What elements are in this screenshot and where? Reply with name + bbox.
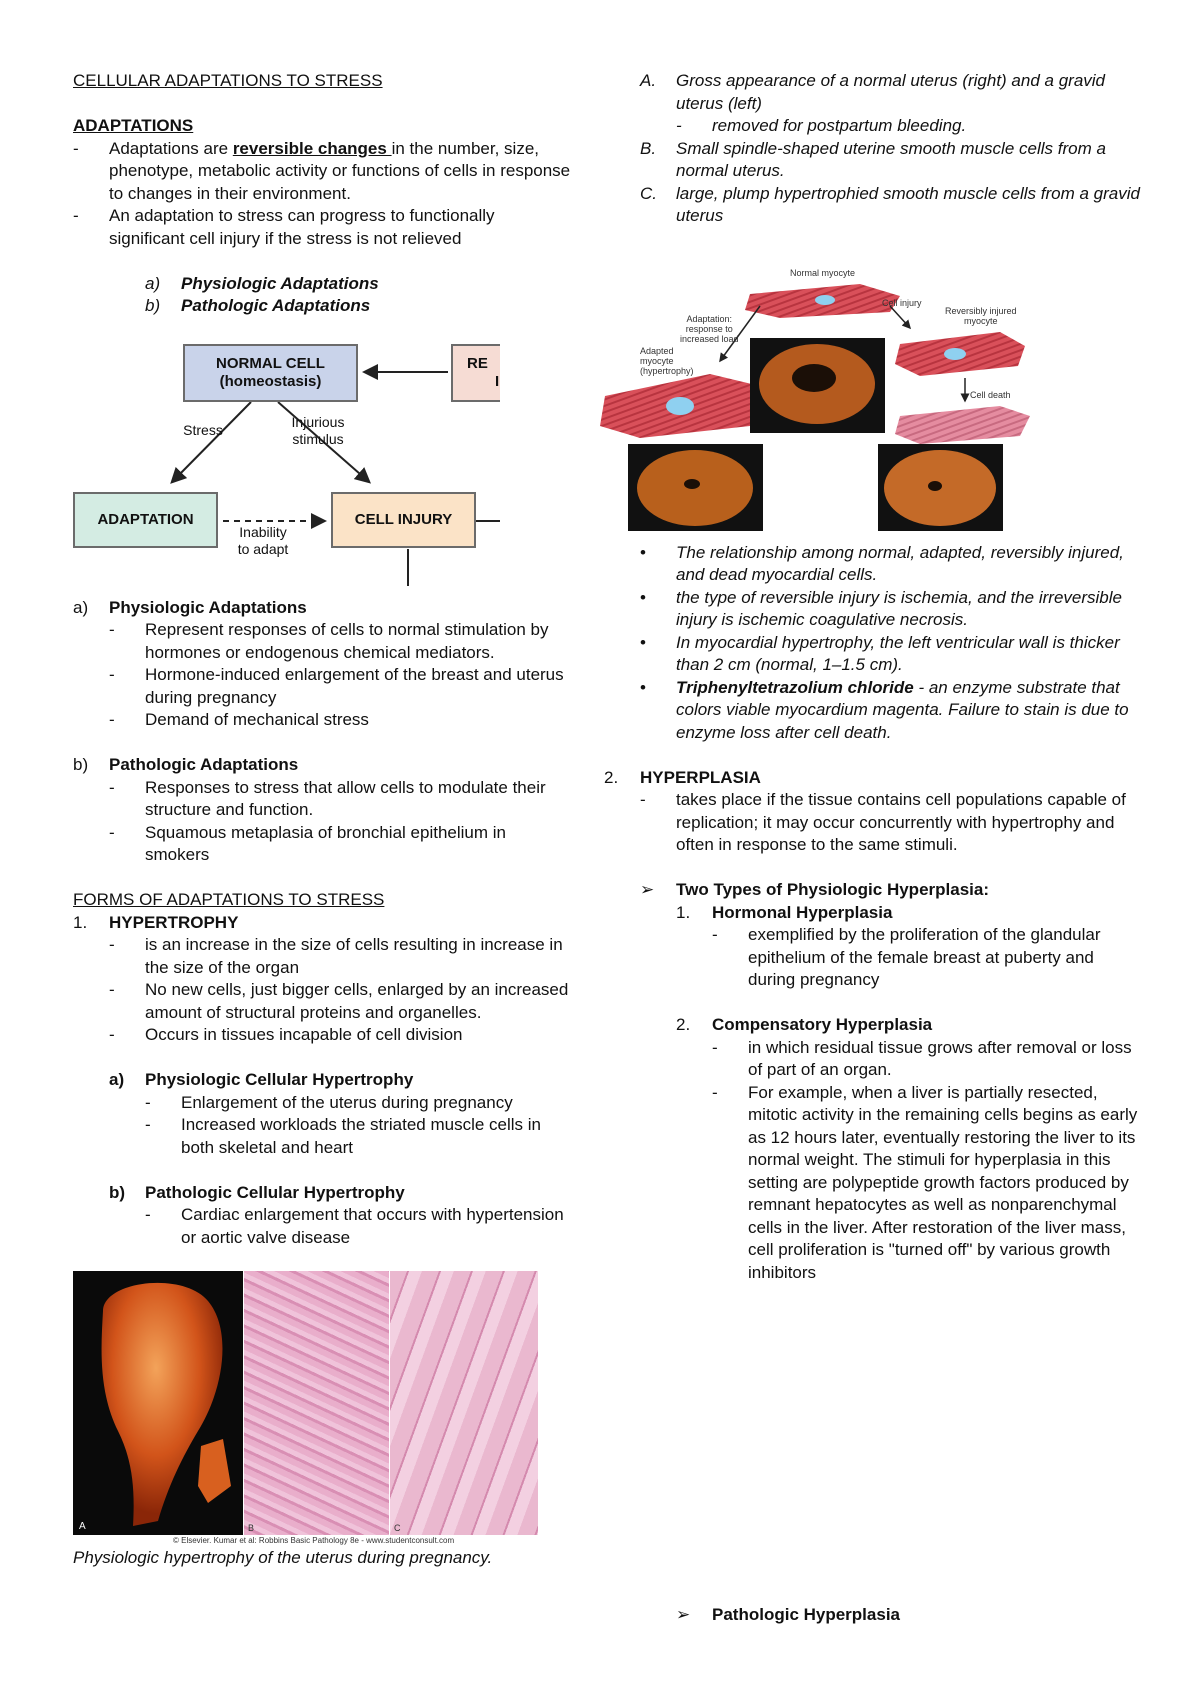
list-item: a) Physiologic Adaptations [145, 273, 379, 293]
list-item: • Triphenyltetrazolium chloride - an enz… [640, 677, 1129, 742]
list-item: - For example, when a liver is partially… [712, 1082, 1138, 1282]
physiologic-hypertrophy-heading: Physiologic Cellular Hypertrophy [145, 1070, 414, 1089]
list-item: - Increased workloads the striated muscl… [145, 1115, 541, 1157]
list-item: - removed for postpartum bleeding. [676, 116, 967, 135]
list-item: b) Pathologic Cellular Hypertrophy [109, 1182, 573, 1205]
list-item: - Hormone-induced enlargement of the bre… [109, 665, 564, 707]
list-item: - Represent responses of cells to normal… [109, 620, 549, 662]
stress-flow-diagram: NORMAL CELL (homeostasis) RE I Stress In… [73, 324, 500, 586]
list-item: 2. Compensatory Hyperplasia [676, 1014, 1145, 1037]
gross-uterus-photo: A [73, 1271, 243, 1535]
physiologic-adaptations-heading: Physiologic Adaptations [109, 597, 307, 617]
cell-death-label: Cell death [970, 389, 1011, 400]
list-item: ➢ Two Types of Physiologic Hyperplasia: [640, 879, 1145, 902]
injurious-stimulus-label: Injurious stimulus [291, 413, 345, 447]
list-item: - is an increase in the size of cells re… [109, 935, 563, 977]
normal-cell-box: NORMAL CELL (homeostasis) [183, 343, 358, 402]
reversible-changes-term: reversible changes [232, 138, 392, 158]
list-item: • the type of reversible injury is ische… [640, 587, 1122, 630]
list-item: - Demand of mechanical stress [109, 710, 369, 729]
ttc-term: Triphenyltetrazolium chloride [676, 677, 914, 697]
uterus-shape: A [79, 1282, 231, 1532]
list-item: - takes place if the tissue contains cel… [640, 790, 1126, 854]
panel-a-label: A [79, 1521, 86, 1532]
adaptation-label: Adaptation: response to increased load [680, 313, 739, 344]
list-item: - Squamous metaplasia of bronchial epith… [109, 822, 506, 865]
forms-heading: FORMS OF ADAPTATIONS TO STRESS [73, 890, 385, 909]
hyperplasia-heading: HYPERPLASIA [640, 767, 761, 787]
figure-credit: © Elsevier. Kumar et al: Robbins Basic P… [173, 1536, 455, 1545]
list-item: - Responses to stress that allow cells t… [109, 777, 546, 820]
list-item: b) Pathologic Adaptations [73, 754, 573, 777]
pathologic-adaptations-heading: Pathologic Adaptations [109, 755, 299, 774]
reversible-injury-box: RE I [451, 343, 500, 402]
hormonal-hyperplasia-heading: Hormonal Hyperplasia [712, 902, 893, 922]
list-item: - Cardiac enlargement that occurs with h… [145, 1205, 564, 1247]
hypertrophy-heading: HYPERTROPHY [109, 912, 239, 932]
adaptation-box: ADAPTATION [73, 491, 218, 548]
list-item: A. Gross appearance of a normal uterus (… [640, 71, 1106, 113]
cell-injury-box: CELL INJURY [331, 491, 476, 548]
list-item: - exemplified by the proliferation of th… [712, 925, 1101, 989]
list-item: - Enlargement of the uterus during pregn… [145, 1092, 513, 1112]
list-item: • In myocardial hypertrophy, the left ve… [640, 632, 1120, 675]
panel-c-label: C [394, 1523, 401, 1533]
list-item: - No new cells, just bigger cells, enlar… [109, 980, 569, 1022]
physiologic-hyperplasia-heading: Two Types of Physiologic Hyperplasia: [676, 880, 989, 899]
list-item: 1. Hormonal Hyperplasia [676, 902, 1145, 925]
compensatory-hyperplasia-heading: Compensatory Hyperplasia [712, 1015, 933, 1034]
pathologic-hypertrophy-heading: Pathologic Cellular Hypertrophy [145, 1182, 405, 1202]
adaptations-heading: ADAPTATIONS [73, 116, 194, 135]
panel-b-label: B [248, 1523, 255, 1533]
normal-myocyte-label: Normal myocyte [790, 267, 856, 278]
uterus-figure-caption: Physiologic hypertrophy of the uterus du… [73, 1548, 493, 1567]
hypertrophied-smooth-muscle-micrograph: C [390, 1271, 538, 1535]
myocyte-diagram [600, 283, 1030, 531]
inability-to-adapt-label: Inability to adapt [237, 523, 289, 557]
normal-smooth-muscle-micrograph: B [244, 1271, 389, 1535]
myocyte-response-figure: Normal myocyte Adaptation: response to i… [600, 266, 1060, 531]
stress-label: Stress [183, 421, 223, 438]
cell-injury-label: Cell injury [882, 297, 922, 308]
left-column: CELLULAR ADAPTATIONS TO STRESS ADAPTATIO… [73, 70, 573, 1570]
list-item: 2. HYPERPLASIA [604, 767, 1145, 790]
dash-marker: - [73, 138, 79, 158]
list-item: a) Physiologic Cellular Hypertrophy [109, 1069, 573, 1092]
list-item: - Adaptations are reversible changes in … [73, 138, 573, 206]
list-item: 1. HYPERTROPHY [73, 912, 573, 935]
list-item: - in which residual tissue grows after r… [712, 1037, 1132, 1080]
flow-arrows [170, 363, 500, 586]
list-item: - An adaptation to stress can progress t… [73, 206, 495, 248]
uterus-hypertrophy-figure: A B C [73, 1271, 538, 1535]
reversibly-injured-label: Reversibly injured myocyte [945, 305, 1017, 326]
pathologic-hyperplasia-heading: Pathologic Hyperplasia [712, 1605, 900, 1624]
list-item: a) Physiologic Adaptations [73, 597, 573, 620]
list-item: - Occurs in tissues incapable of cell di… [109, 1025, 463, 1044]
list-item: b) Pathologic Adaptations [145, 296, 371, 315]
adaptation-definition: Adaptations are reversible changes in th… [109, 138, 571, 203]
adapted-myocyte-label: Adapted myocyte (hypertrophy) [640, 345, 694, 376]
list-item: • The relationship among normal, adapted… [640, 542, 1124, 585]
arrow-bullet-icon: ➢ [676, 1605, 691, 1624]
pathologic-hyperplasia-item: ➢ Pathologic Hyperplasia [676, 1604, 1146, 1627]
list-item: C. large, plump hypertrophied smooth mus… [640, 183, 1140, 226]
list-item: B. Small spindle-shaped uterine smooth m… [640, 138, 1106, 181]
page-title: CELLULAR ADAPTATIONS TO STRESS [73, 71, 383, 90]
arrow-bullet-icon: ➢ [640, 880, 655, 899]
right-column: A. Gross appearance of a normal uterus (… [600, 70, 1145, 1284]
